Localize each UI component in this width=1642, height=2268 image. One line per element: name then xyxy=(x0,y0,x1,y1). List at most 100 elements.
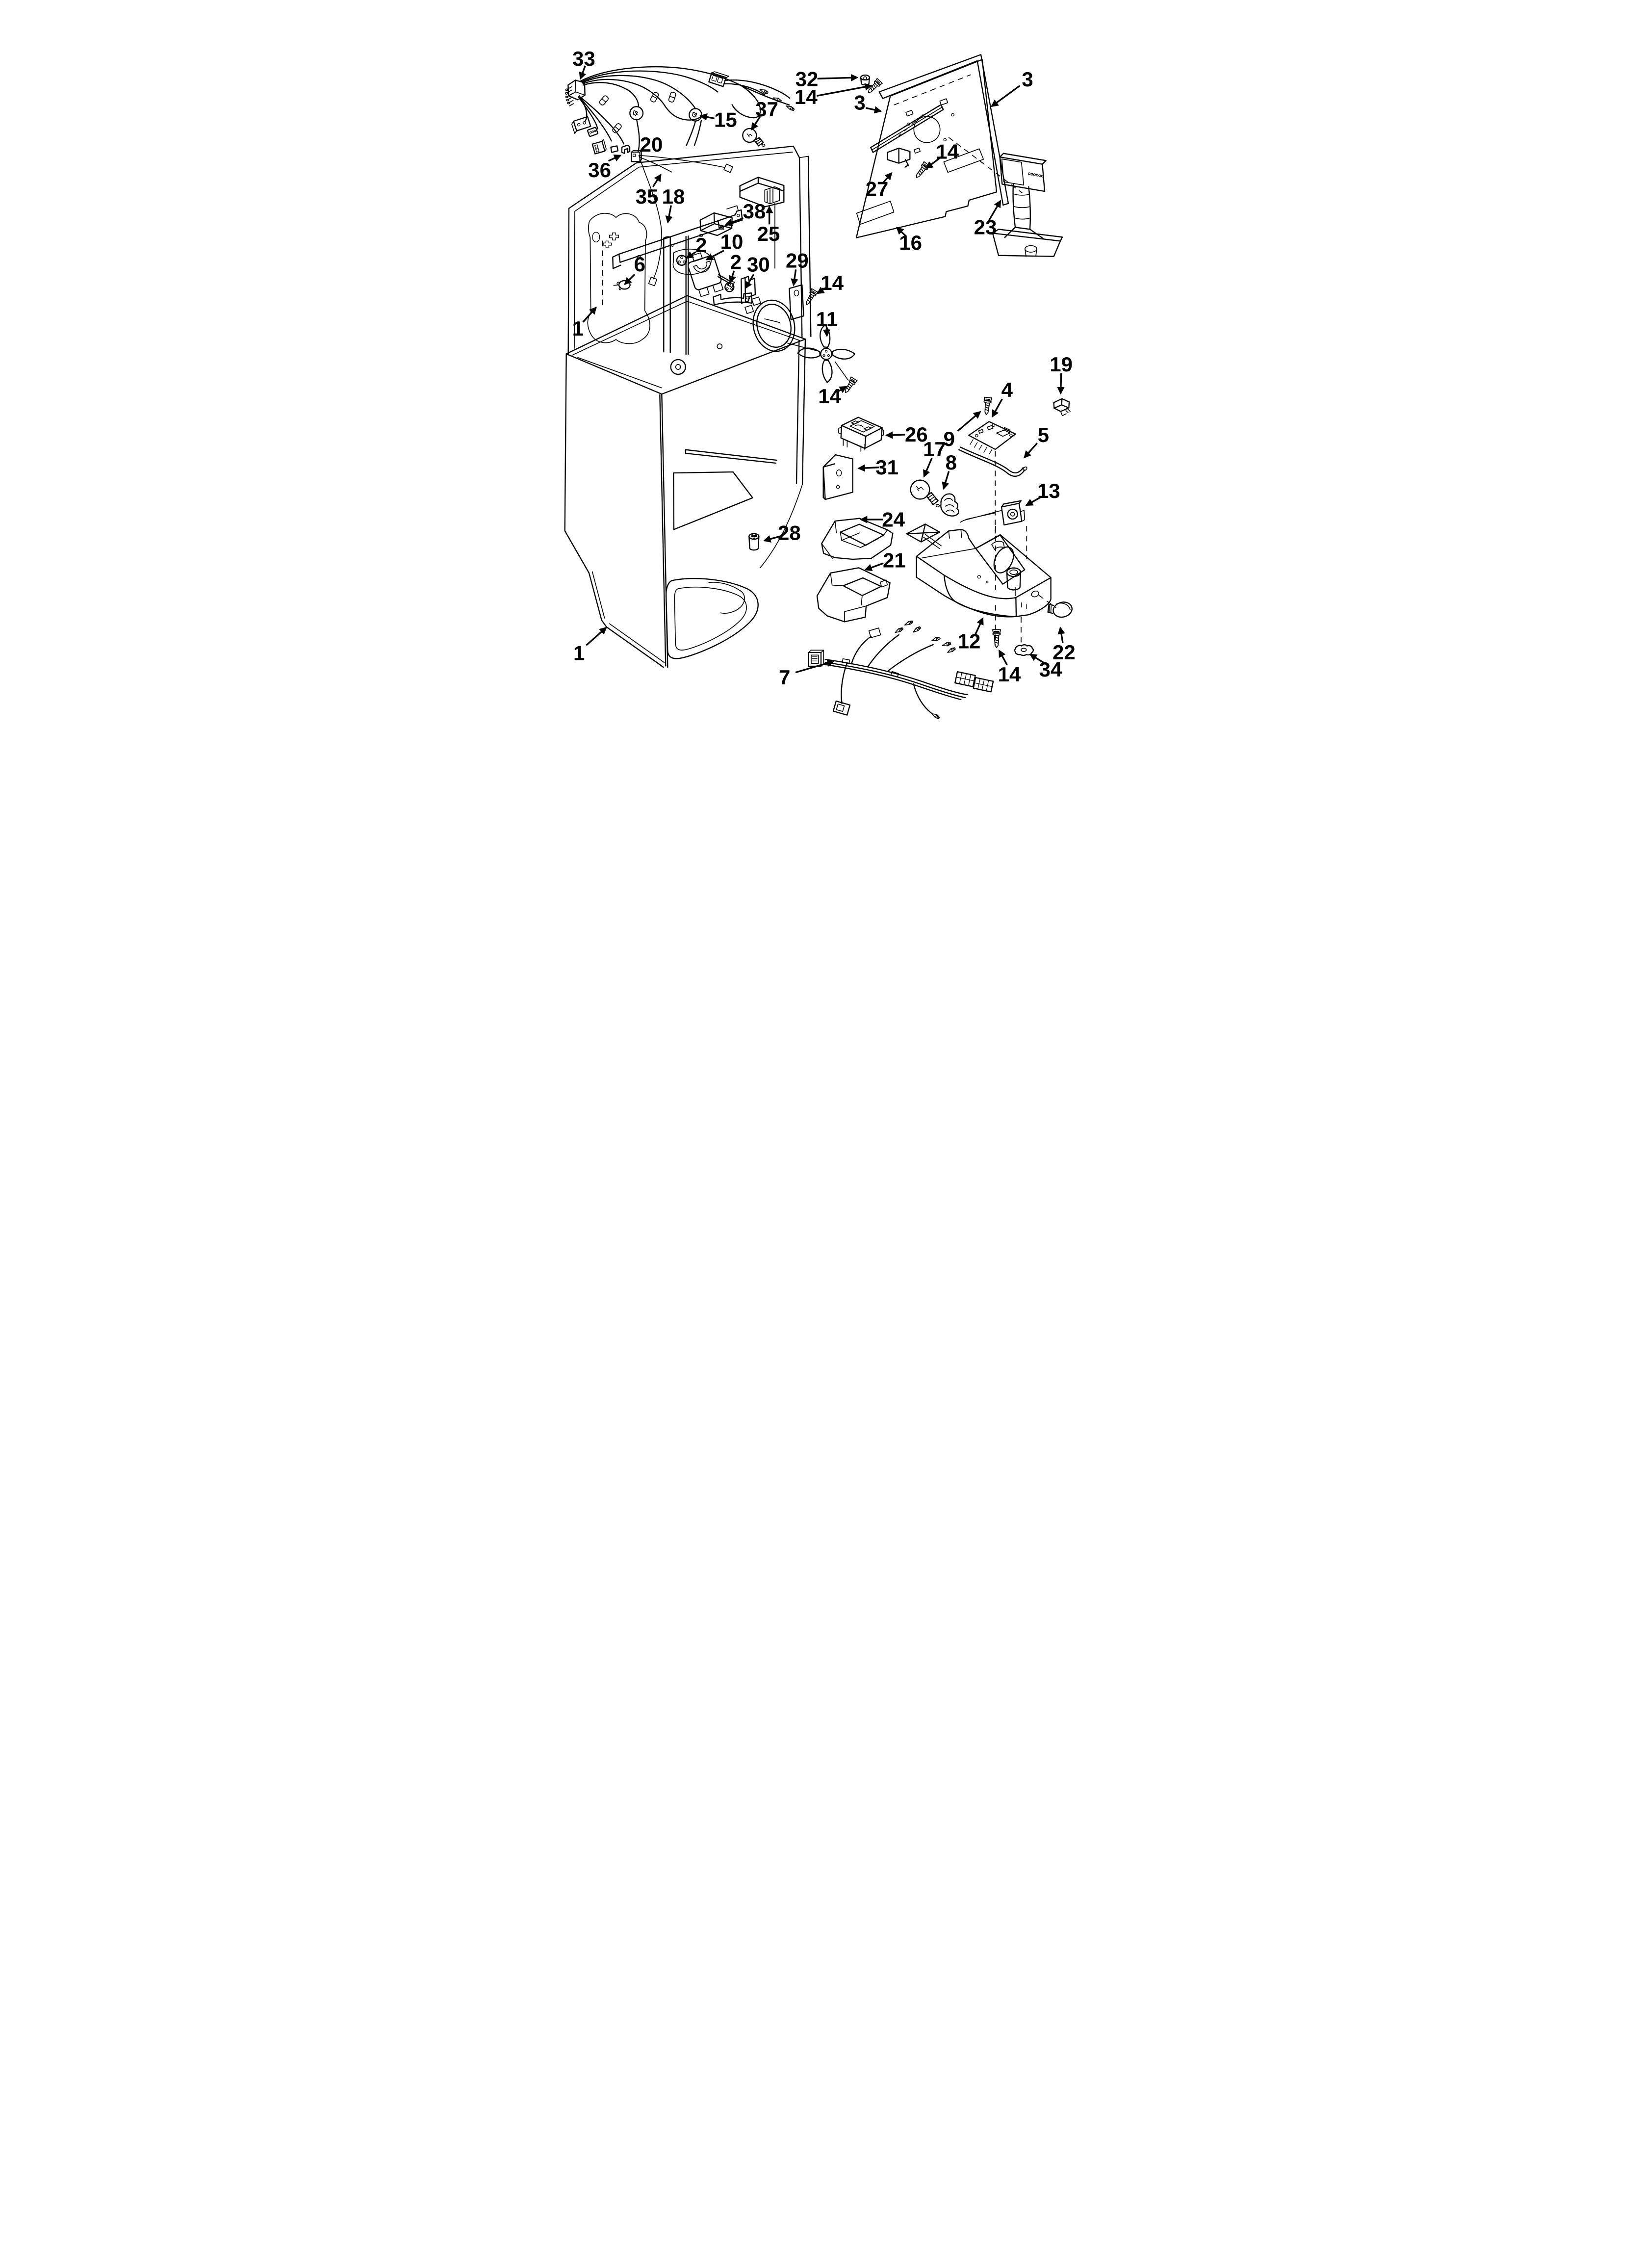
callout-arrow-9-28 xyxy=(957,411,981,432)
back-panel-assembly xyxy=(855,54,1023,238)
callout-arrow-34-43 xyxy=(1029,653,1044,664)
callout-label-10-18: 10 xyxy=(720,230,744,253)
callout-label-38-15: 38 xyxy=(743,200,766,223)
callout-label-1-25: 1 xyxy=(572,317,584,340)
small-clip xyxy=(610,145,619,153)
defrost-wire-35 xyxy=(638,155,733,287)
callout-label-21-38: 21 xyxy=(883,549,906,572)
harness-drop-connector xyxy=(832,700,851,716)
callout-label-14-5: 14 xyxy=(795,85,818,108)
callout-arrow-7-40 xyxy=(795,659,835,674)
air-damper-23 xyxy=(992,153,1063,257)
callout-arrow-12-39 xyxy=(975,617,984,635)
drain-pan xyxy=(665,578,759,659)
callout-label-22-42: 22 xyxy=(1052,641,1076,664)
air-duct-24 xyxy=(821,518,894,560)
outer-trim-frame xyxy=(878,54,1009,206)
shield-plate-38 xyxy=(699,212,733,236)
fan-blade-11 xyxy=(787,324,855,383)
callout-label-2-19: 2 xyxy=(730,251,742,274)
callout-arrow-35-13 xyxy=(652,174,662,187)
callout-label-30-20: 30 xyxy=(747,253,770,276)
callout-label-29-21: 29 xyxy=(786,249,809,272)
callout-arrow-37-2 xyxy=(751,116,761,130)
cover-plate-31 xyxy=(822,454,853,500)
callout-arrow-14-26 xyxy=(836,386,847,393)
exploded-parts-diagram: 3315372032143314271623363518382521023029… xyxy=(547,0,1095,756)
envelope-label xyxy=(906,523,942,549)
light-bulb-37 xyxy=(742,128,766,147)
callout-arrow-22-42 xyxy=(1057,626,1065,643)
callout-label-28-36: 28 xyxy=(778,521,801,545)
callout-label-4-29: 4 xyxy=(1001,378,1013,401)
callout-label-16-10: 16 xyxy=(899,231,922,254)
callout-arrow-1-44 xyxy=(586,626,607,646)
grommet-2a xyxy=(676,255,688,266)
harness-top-connector xyxy=(708,71,729,87)
callout-arrow-4-29 xyxy=(991,398,1003,418)
air-duct-21 xyxy=(816,567,891,623)
callout-arrow-3-7 xyxy=(991,85,1021,107)
callout-arrow-15-1 xyxy=(699,113,715,121)
drain-tube-28 xyxy=(748,533,760,551)
foam-gasket-outline xyxy=(587,212,650,344)
callout-arrow-11-23 xyxy=(822,327,831,337)
callout-arrow-17-32 xyxy=(923,458,933,478)
vent-grille-right xyxy=(943,148,984,173)
callout-label-27-9: 27 xyxy=(866,178,889,201)
callout-label-14-22: 14 xyxy=(821,271,844,294)
callout-arrow-13-35 xyxy=(1025,496,1041,506)
terminal-block xyxy=(587,127,598,137)
callout-arrow-38-15 xyxy=(724,217,744,226)
callout-label-5-31: 5 xyxy=(1038,423,1049,446)
callout-label-36-12: 36 xyxy=(588,158,611,182)
motor-mount-strap xyxy=(713,292,753,306)
callout-label-8-33: 8 xyxy=(946,451,957,474)
callout-arrow-36-12 xyxy=(608,155,622,162)
callout-label-32-4: 32 xyxy=(795,68,819,91)
callout-arrow-31-34 xyxy=(857,464,879,472)
fan-motor-10 xyxy=(687,252,735,297)
callout-label-6-24: 6 xyxy=(634,253,645,276)
callout-arrow-14-8 xyxy=(925,156,941,169)
callout-label-12-39: 12 xyxy=(958,630,981,653)
callout-label-18-14: 18 xyxy=(662,185,685,208)
connector-pins xyxy=(564,86,574,106)
callout-arrow-16-10 xyxy=(896,227,907,237)
callout-arrow-14-5 xyxy=(817,83,872,97)
harness-clip-36 xyxy=(621,144,631,154)
callout-arrow-33-0 xyxy=(579,65,587,80)
bracket-27 xyxy=(887,147,911,168)
callout-label-1-44: 1 xyxy=(573,642,585,665)
callout-label-19-30: 19 xyxy=(1050,353,1073,376)
control-board-4 xyxy=(968,421,1016,454)
callout-arrow-6-24 xyxy=(624,274,636,285)
ice-duct-25 xyxy=(739,177,785,269)
callout-label-13-35: 13 xyxy=(1037,479,1060,502)
refrigerator-liner xyxy=(564,295,806,668)
callout-label-9-28: 9 xyxy=(944,427,955,450)
callout-arrow-14-41 xyxy=(998,649,1008,666)
callout-arrow-8-33 xyxy=(942,471,950,490)
callout-label-3-7: 3 xyxy=(1022,68,1033,91)
callout-arrow-3-6 xyxy=(865,106,882,114)
left-trim-strip-3 xyxy=(870,104,944,153)
callout-arrow-21-38 xyxy=(864,562,884,572)
lamp-socket xyxy=(1006,567,1022,597)
callout-label-35-13: 35 xyxy=(636,185,659,208)
plug-connector xyxy=(591,138,607,155)
callout-label-14-41: 14 xyxy=(998,663,1021,686)
callout-label-14-26: 14 xyxy=(818,385,841,408)
light-socket-grommet xyxy=(629,106,644,121)
callout-label-33-0: 33 xyxy=(572,47,595,70)
callout-arrow-5-31 xyxy=(1024,443,1038,459)
callout-arrow-29-21 xyxy=(791,269,798,287)
harness-right-connector-b xyxy=(973,677,994,693)
callout-arrow-27-9 xyxy=(882,172,893,184)
callout-label-11-23: 11 xyxy=(816,308,838,331)
knob-22 xyxy=(1047,601,1073,618)
clip-19 xyxy=(1053,398,1071,417)
callout-label-37-2: 37 xyxy=(755,98,778,121)
callout-label-14-8: 14 xyxy=(936,140,959,163)
callout-label-25-16: 25 xyxy=(757,222,780,245)
